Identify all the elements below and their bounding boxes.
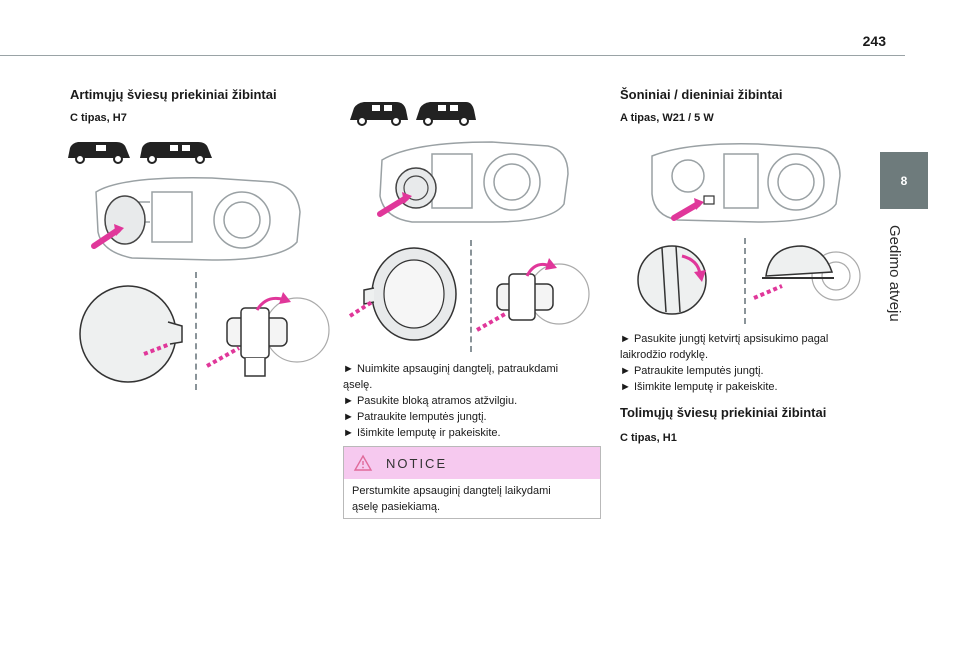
step-line: ► Pasukite bloką atramos atžvilgiu. xyxy=(343,395,518,407)
notice-line: ąselę pasiekiamą. xyxy=(352,501,441,513)
side-lamp-heading: Šoniniai / dieniniai žibintai xyxy=(620,87,783,102)
headlamp-unit-illustration xyxy=(91,177,301,261)
right-steps: ► Pasukite jungtį ketvirtį apsisukimo pa… xyxy=(620,331,870,395)
divider-dashed xyxy=(744,238,746,324)
vehicle-silhouettes-icon xyxy=(68,142,212,164)
notice-text: Perstumkite apsauginį dangtelį laikydami… xyxy=(344,479,600,519)
high-beam-heading: Tolimųjų šviesų priekiniai žibintai xyxy=(620,405,827,420)
headlamp-unit-illustration xyxy=(651,143,841,223)
protective-cap-illustration xyxy=(348,247,457,341)
divider-dashed xyxy=(470,240,472,352)
notice-label: NOTICE xyxy=(386,455,448,471)
low-beam-heading: Artimųjų šviesų priekiniai žibintai xyxy=(70,87,277,102)
chapter-title: Gedimo atveju xyxy=(886,225,903,322)
step-line: ► Išimkite lemputę ir pakeiskite. xyxy=(343,427,501,439)
vehicle-silhouettes-icon xyxy=(350,102,476,126)
step-line: ► Patraukite lemputės jungtį. xyxy=(343,411,487,423)
header-divider xyxy=(0,55,905,56)
bulb-connector-illustration xyxy=(476,258,590,332)
middle-steps: ► Nuimkite apsauginį dangtelį, patraukda… xyxy=(343,361,603,441)
headlamp-unit-illustration xyxy=(377,141,569,223)
step-line: ► Išimkite lemputę ir pakeiskite. xyxy=(620,381,778,393)
page-number: 243 xyxy=(862,33,886,49)
step-line: ► Nuimkite apsauginį dangtelį, patraukda… xyxy=(343,363,559,375)
step-line: ► Pasukite jungtį ketvirtį apsisukimo pa… xyxy=(620,333,829,345)
chapter-tab[interactable]: 8 xyxy=(880,152,928,209)
bulb-connector-illustration xyxy=(206,292,330,377)
chapter-title-container: Gedimo atveju xyxy=(874,225,914,345)
connector-removal-illustration xyxy=(753,245,861,301)
step-line: laikrodžio rodyklę. xyxy=(620,349,709,361)
notice-box: NOTICE Perstumkite apsauginį dangtelį la… xyxy=(343,446,601,519)
low-beam-type-label: C tipas, H7 xyxy=(70,112,127,124)
notice-header: NOTICE xyxy=(344,447,600,479)
protective-cap-illustration xyxy=(79,285,183,383)
notice-line: Perstumkite apsauginį dangtelį laikydami xyxy=(352,485,551,497)
divider-dashed xyxy=(195,272,197,390)
high-beam-type-label: C tipas, H1 xyxy=(620,432,677,444)
side-lamp-type-label: A tipas, W21 / 5 W xyxy=(620,112,714,124)
step-line: ► Patraukite lemputės jungtį. xyxy=(620,365,764,377)
step-line: ąselę. xyxy=(343,379,373,391)
connector-turn-illustration xyxy=(637,245,707,315)
warning-icon xyxy=(353,454,373,471)
